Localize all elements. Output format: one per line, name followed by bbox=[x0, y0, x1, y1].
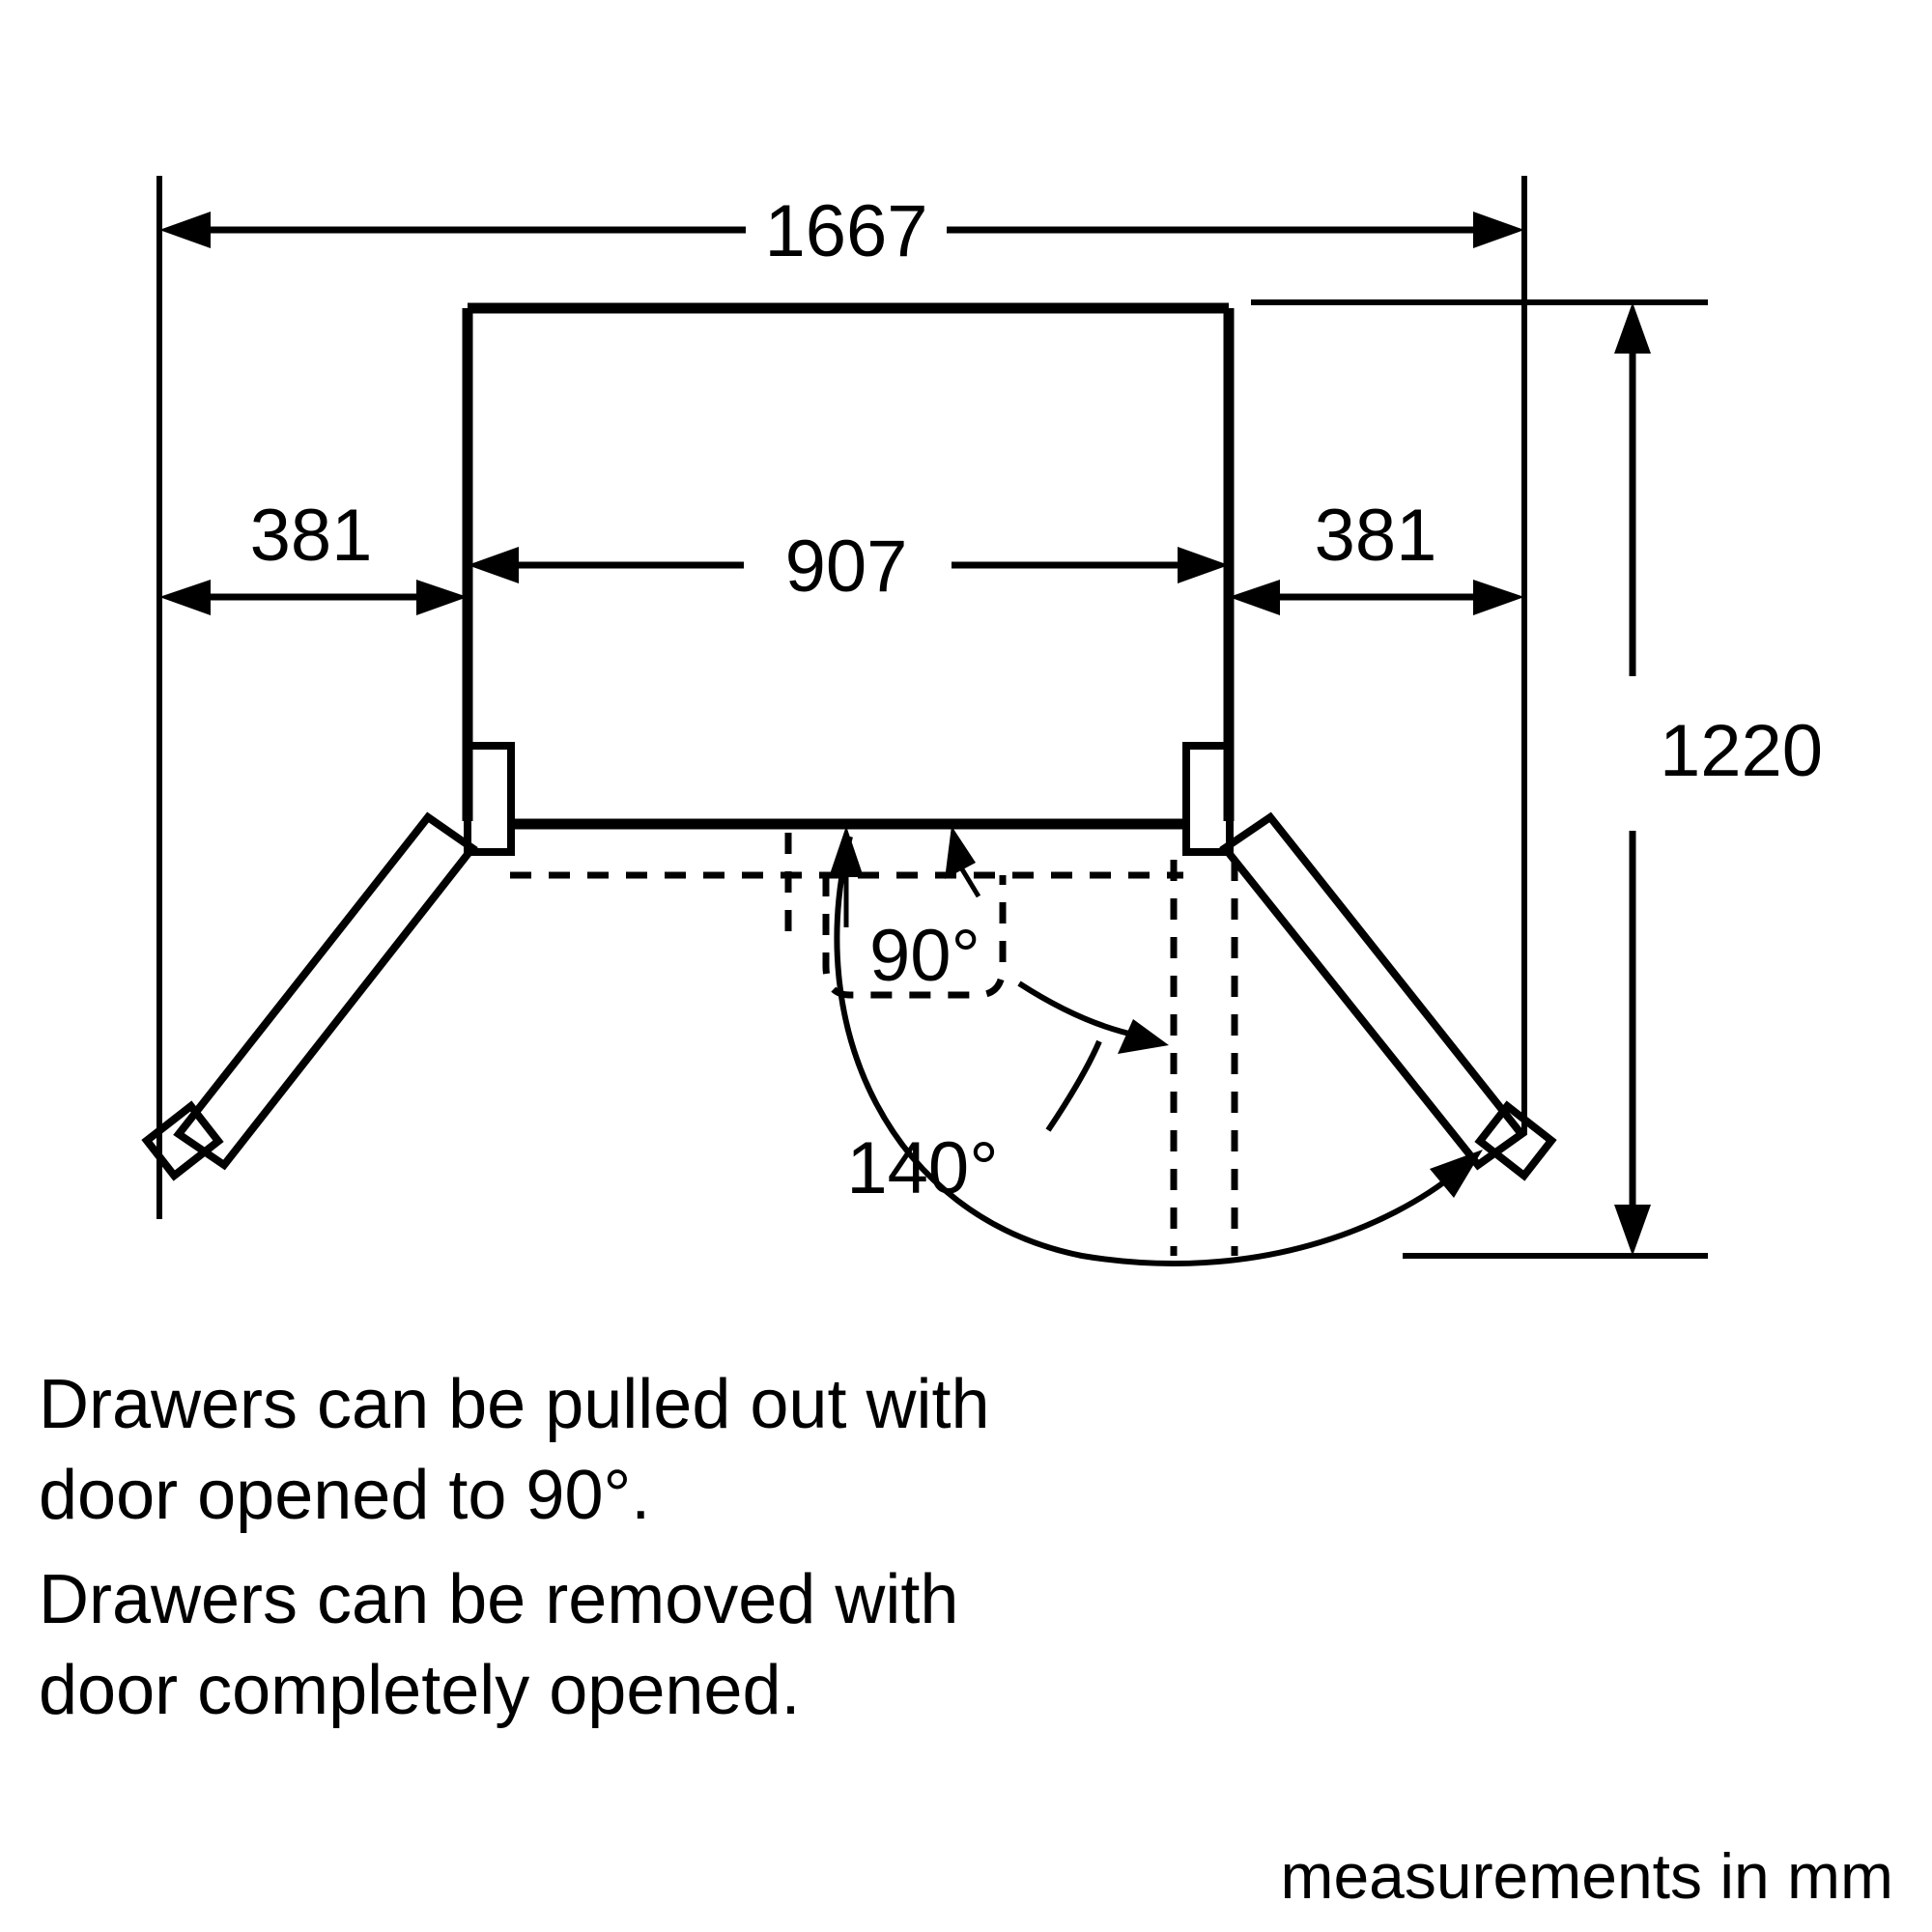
angle-140-annotation: 140° bbox=[834, 836, 1483, 1266]
arrowhead-381-left-b bbox=[416, 580, 468, 615]
arrowhead-1667-right bbox=[1473, 212, 1524, 248]
units-label: measurements in mm bbox=[1280, 1840, 1893, 1912]
angle-label-140: 140° bbox=[846, 1127, 998, 1209]
arrowhead-381-left-a bbox=[159, 580, 211, 615]
dimension-right-door-width: 381 bbox=[1229, 495, 1524, 615]
arrowhead-381-right-b bbox=[1473, 580, 1524, 615]
dim-label-381-right: 381 bbox=[1315, 495, 1437, 577]
arrowhead-907-left bbox=[468, 547, 519, 583]
notes-block: Drawers can be pulled out with door open… bbox=[39, 1366, 990, 1729]
right-door-handle bbox=[1474, 1100, 1557, 1181]
arrowhead-907-right bbox=[1178, 547, 1229, 583]
right-door-open bbox=[1219, 811, 1557, 1181]
hinge-block-right bbox=[1182, 742, 1234, 856]
note-line-4: door completely opened. bbox=[39, 1652, 801, 1729]
arc-140-arrowhead bbox=[1430, 1150, 1483, 1198]
hinge-blocks bbox=[464, 742, 1234, 856]
cabinet-outline bbox=[462, 302, 1235, 830]
angle-label-90: 90° bbox=[869, 915, 980, 997]
arrowhead-1220-bottom bbox=[1614, 1205, 1651, 1256]
hinge-block-left bbox=[464, 742, 515, 856]
arrowhead-1667-left bbox=[159, 212, 211, 248]
leader-90-curve-arrowhead bbox=[1118, 1019, 1169, 1054]
left-door-panel bbox=[173, 811, 478, 1171]
dimension-depth: 1220 bbox=[1614, 302, 1823, 1256]
arrowhead-1220-top bbox=[1614, 302, 1651, 354]
arrowhead-381-right-a bbox=[1229, 580, 1280, 615]
dimension-left-door-width: 381 bbox=[159, 495, 468, 615]
dim-label-381-left: 381 bbox=[250, 495, 373, 577]
dashed-handle-90 bbox=[822, 875, 1007, 999]
dimension-center-width: 907 bbox=[468, 526, 1229, 608]
dim-label-1220: 1220 bbox=[1660, 710, 1823, 792]
reference-lines bbox=[510, 833, 1238, 1256]
note-line-3: Drawers can be removed with bbox=[39, 1561, 958, 1638]
note-line-1: Drawers can be pulled out with bbox=[39, 1366, 990, 1443]
right-door-panel bbox=[1219, 811, 1527, 1171]
leader-90-curve bbox=[1017, 980, 1139, 1038]
note-line-2: door opened to 90°. bbox=[39, 1457, 650, 1534]
dim-label-907: 907 bbox=[785, 526, 908, 608]
leader-90-angled-arrowhead bbox=[945, 826, 976, 879]
footer-block: measurements in mm bbox=[1280, 1840, 1893, 1912]
dimension-overall-width: 1667 bbox=[159, 190, 1524, 272]
left-door-open bbox=[141, 811, 478, 1181]
left-door-handle bbox=[141, 1100, 224, 1181]
door-swing-arc-140 bbox=[834, 836, 1461, 1266]
angle-90-annotation: 90° bbox=[829, 826, 1169, 1054]
dim-label-1667: 1667 bbox=[764, 190, 927, 272]
leader-140-line bbox=[1045, 1039, 1102, 1132]
extension-lines bbox=[156, 176, 1708, 1259]
